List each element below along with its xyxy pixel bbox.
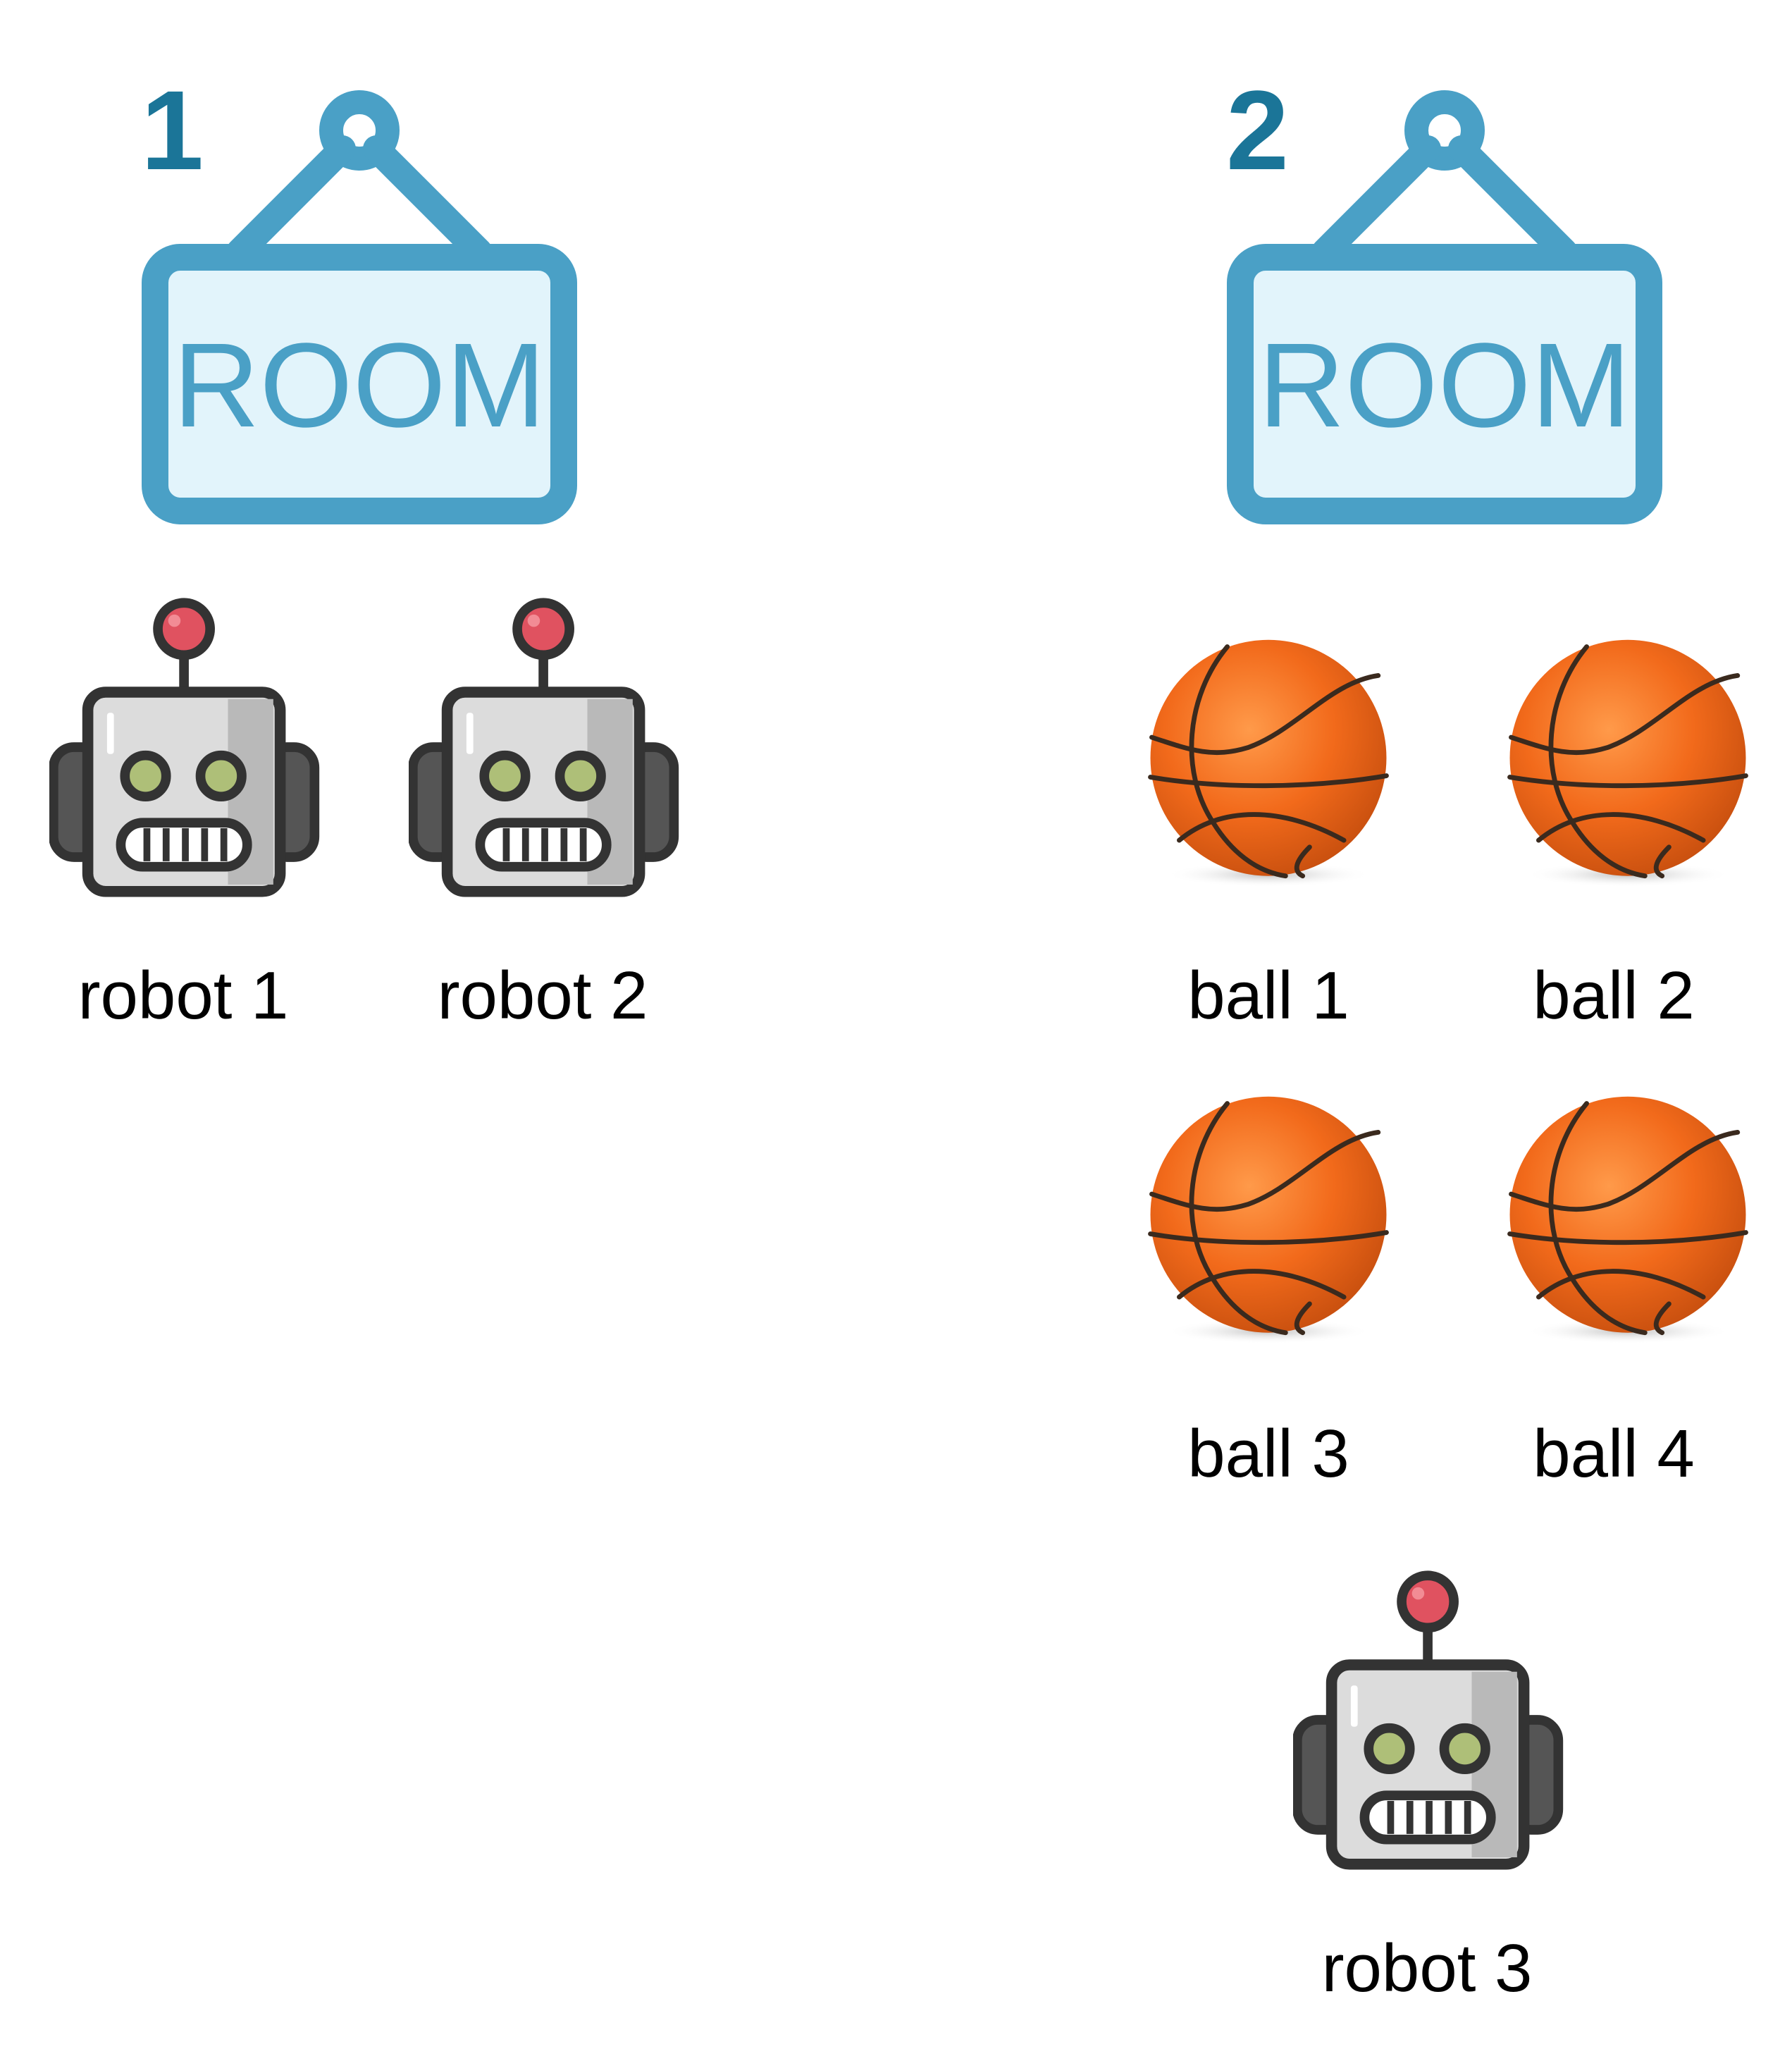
room-2-sign-icon: ROOM (1227, 90, 1662, 524)
robot-2-label: robot 2 (437, 958, 648, 1033)
room-1-sign-text: ROOM (173, 319, 546, 453)
ball-3-label: ball 3 (1187, 1416, 1349, 1491)
robot-1-icon (49, 596, 324, 899)
room-1-number: 1 (141, 67, 204, 193)
room-2-number: 2 (1226, 67, 1289, 193)
ball-3-icon (1138, 1091, 1399, 1352)
robot-3-icon (1293, 1568, 1568, 1871)
room-2-sign-text: ROOM (1259, 319, 1631, 453)
robot-1-label: robot 1 (78, 958, 289, 1033)
ball-4-label: ball 4 (1533, 1416, 1695, 1491)
room-1-sign-icon: ROOM (142, 90, 577, 524)
ball-1-label: ball 1 (1187, 958, 1349, 1033)
ball-1-icon (1138, 634, 1399, 895)
robot-3-label: robot 3 (1321, 1931, 1533, 2006)
robot-2-icon (409, 596, 684, 899)
ball-2-icon (1497, 634, 1758, 895)
ball-2-label: ball 2 (1533, 958, 1695, 1033)
ball-4-icon (1497, 1091, 1758, 1352)
